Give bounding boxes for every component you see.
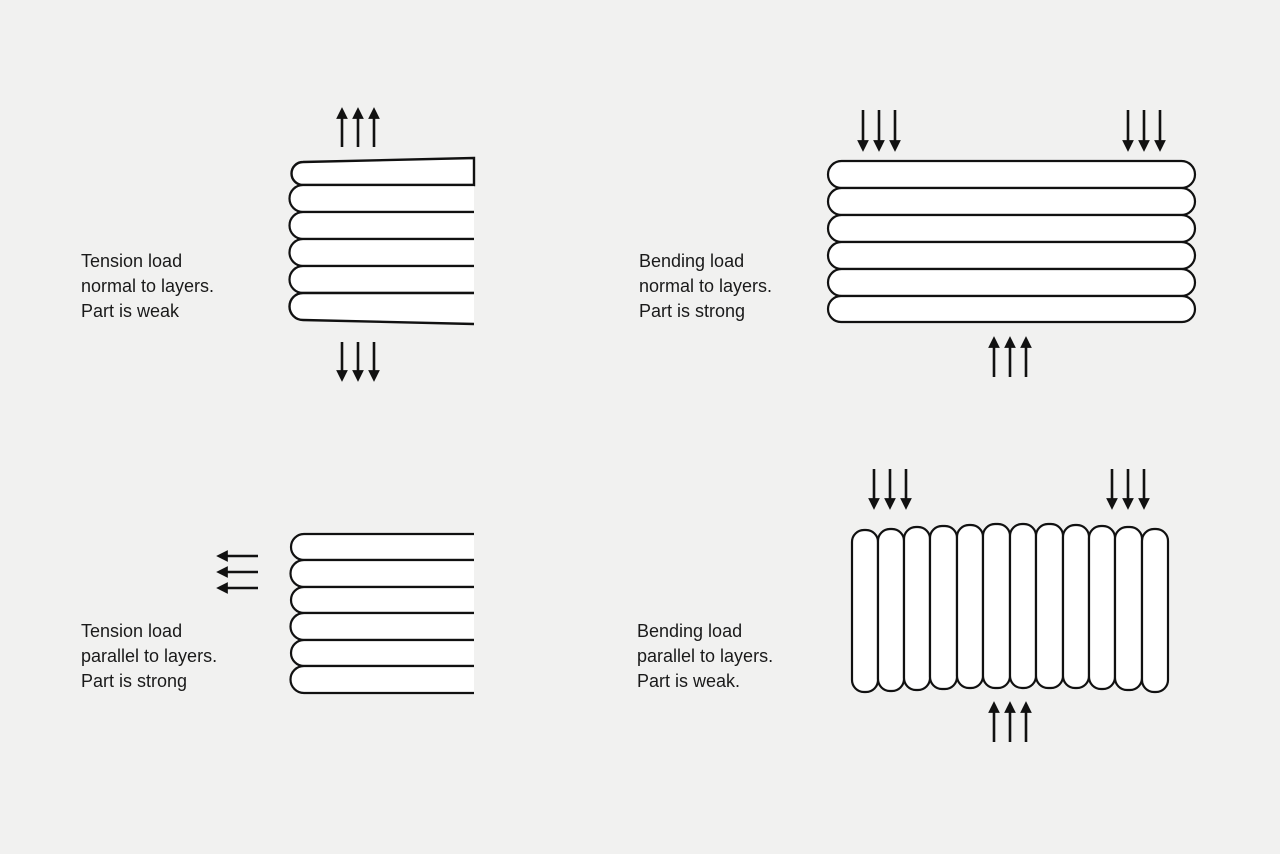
caption-line: Part is strong	[639, 301, 746, 321]
arrow-group-down	[857, 110, 1166, 152]
caption-line: Part is strong	[81, 671, 188, 691]
layer-stack	[289, 532, 474, 695]
caption-bending-normal: Bending load normal to layers. Part is s…	[639, 249, 772, 324]
caption-line: Tension load	[81, 621, 183, 641]
arrow-group-down	[868, 469, 1150, 510]
diagram-tension-normal	[288, 107, 476, 382]
caption-line: Bending load	[639, 251, 745, 271]
caption-line: parallel to layers.	[81, 646, 218, 666]
arrow-group-up	[336, 107, 380, 147]
arrow-group-up	[988, 336, 1032, 377]
caption-line: parallel to layers.	[637, 646, 774, 666]
caption-tension-normal: Tension load normal to layers. Part is w…	[81, 249, 214, 324]
layer-stack	[826, 159, 1197, 324]
caption-line: Part is weak.	[637, 671, 741, 691]
diagram-tension-parallel	[216, 532, 474, 695]
caption-tension-parallel: Tension load parallel to layers. Part is…	[81, 619, 217, 694]
diagram-bending-parallel	[850, 469, 1170, 742]
caption-line: Bending load	[637, 621, 743, 641]
caption-bending-parallel: Bending load parallel to layers. Part is…	[637, 619, 773, 694]
diagram-bending-normal	[826, 110, 1197, 377]
layer-stack	[288, 156, 476, 326]
caption-line: normal to layers.	[639, 276, 773, 296]
caption-line: normal to layers.	[81, 276, 215, 296]
caption-line: Tension load	[81, 251, 183, 271]
layer-stack	[850, 522, 1170, 694]
arrow-group-left	[216, 550, 258, 594]
caption-line: Part is weak	[81, 301, 180, 321]
arrow-group-up	[988, 701, 1032, 742]
arrow-group-down	[336, 342, 380, 382]
